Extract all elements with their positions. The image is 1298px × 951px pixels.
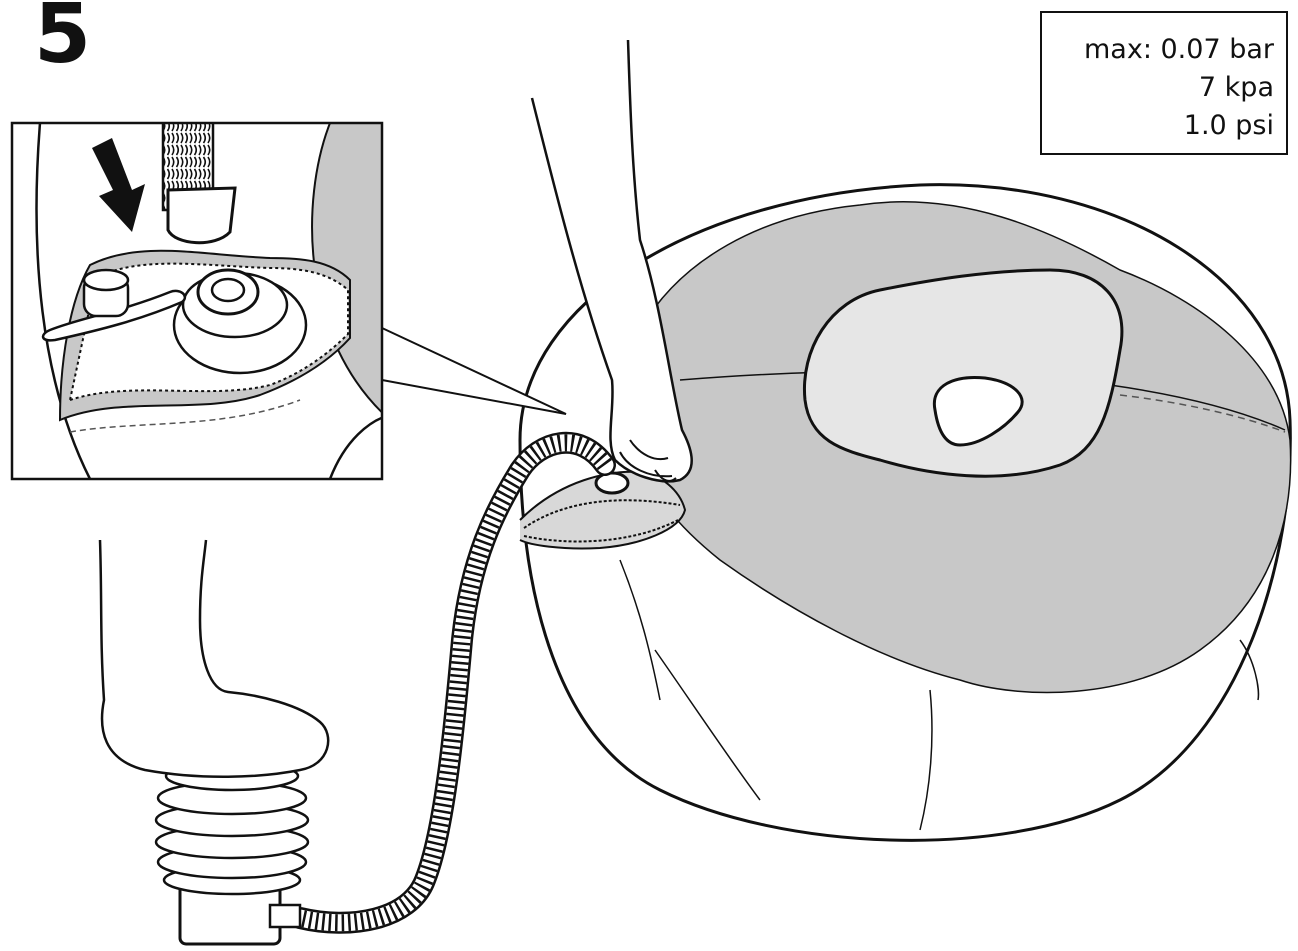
max-pressure-box: max: 0.07 bar 7 kpa 1.0 psi: [1040, 11, 1288, 155]
pump-bellows: [154, 760, 310, 896]
max-pressure-bar: max: 0.07 bar: [1084, 34, 1274, 65]
max-pressure-kpa: 7 kpa: [1198, 72, 1274, 103]
pouffe-dashed-seam: [1119, 394, 1286, 433]
step-number: 5: [34, 0, 92, 82]
pouffe-center-hole: [932, 375, 1024, 447]
max-pressure-psi: 1.0 psi: [1183, 110, 1274, 141]
valve-detail-inset: [10, 121, 384, 481]
foot: [98, 539, 330, 779]
pouffe-top-cushion: [802, 268, 1124, 478]
insert-arrow-icon: [92, 138, 145, 232]
pouffe: [518, 183, 1292, 842]
pouffe-valve-zipper: [519, 470, 687, 550]
foot-pump: [98, 539, 330, 946]
hand: [530, 39, 693, 483]
pouffe-valve: [594, 471, 630, 495]
callout-pointer: [381, 327, 567, 415]
